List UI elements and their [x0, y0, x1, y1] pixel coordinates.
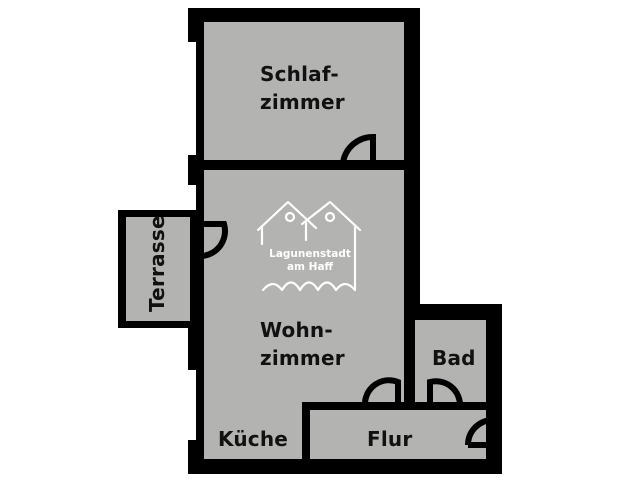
- doors: [198, 133, 495, 448]
- logo-text: Lagunenstadt am Haff: [262, 248, 358, 274]
- room-label-line: zimmer: [260, 90, 345, 114]
- door-terrasse: [198, 221, 228, 259]
- flur-floor: [310, 410, 486, 459]
- door-entrance: [465, 417, 495, 446]
- room-label-bad: Bad: [432, 346, 476, 370]
- door-wohnzimmer-flur: [361, 377, 401, 407]
- logo-line-2: am Haff: [286, 261, 334, 273]
- room-label-schlafzimmer: Schlaf- zimmer: [260, 61, 345, 115]
- room-label-kueche: Küche: [218, 427, 289, 451]
- twin-houses-with-waves-icon: [256, 200, 362, 292]
- logo-line-1: Lagunenstadt: [269, 248, 351, 260]
- door-bad: [427, 378, 463, 407]
- room-label-line: zimmer: [260, 346, 345, 370]
- room-label-line: Wohn-: [260, 318, 333, 342]
- terrasse: [118, 210, 196, 328]
- door-schlafzimmer: [340, 133, 376, 164]
- walls: [188, 8, 502, 474]
- room-label-wohnzimmer: Wohn- zimmer: [260, 317, 345, 371]
- room-label-flur: Flur: [367, 427, 413, 451]
- room-label-line: Schlaf-: [260, 62, 339, 86]
- room-label-terrasse: Terrasse: [145, 215, 169, 312]
